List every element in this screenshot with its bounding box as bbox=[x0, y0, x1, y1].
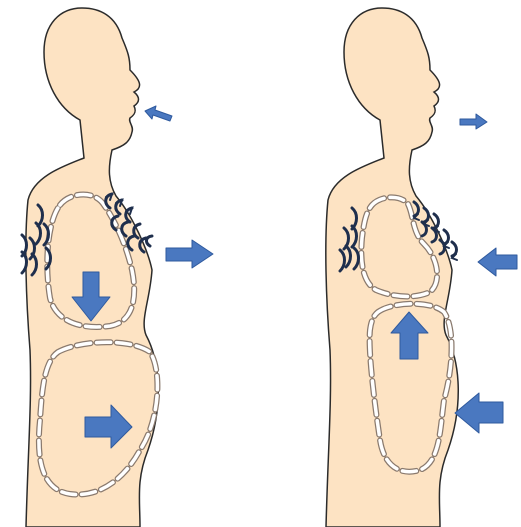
exhalation-panel bbox=[326, 8, 517, 527]
nose-inflow-arrow-icon bbox=[145, 106, 172, 121]
abdomen-inward-arrow-icon bbox=[455, 393, 503, 433]
nose-outflow-arrow-icon bbox=[460, 114, 487, 129]
inhalation-panel bbox=[22, 8, 213, 527]
chest-inward-arrow-icon bbox=[478, 248, 517, 276]
chest-outward-arrow-icon bbox=[166, 240, 213, 268]
